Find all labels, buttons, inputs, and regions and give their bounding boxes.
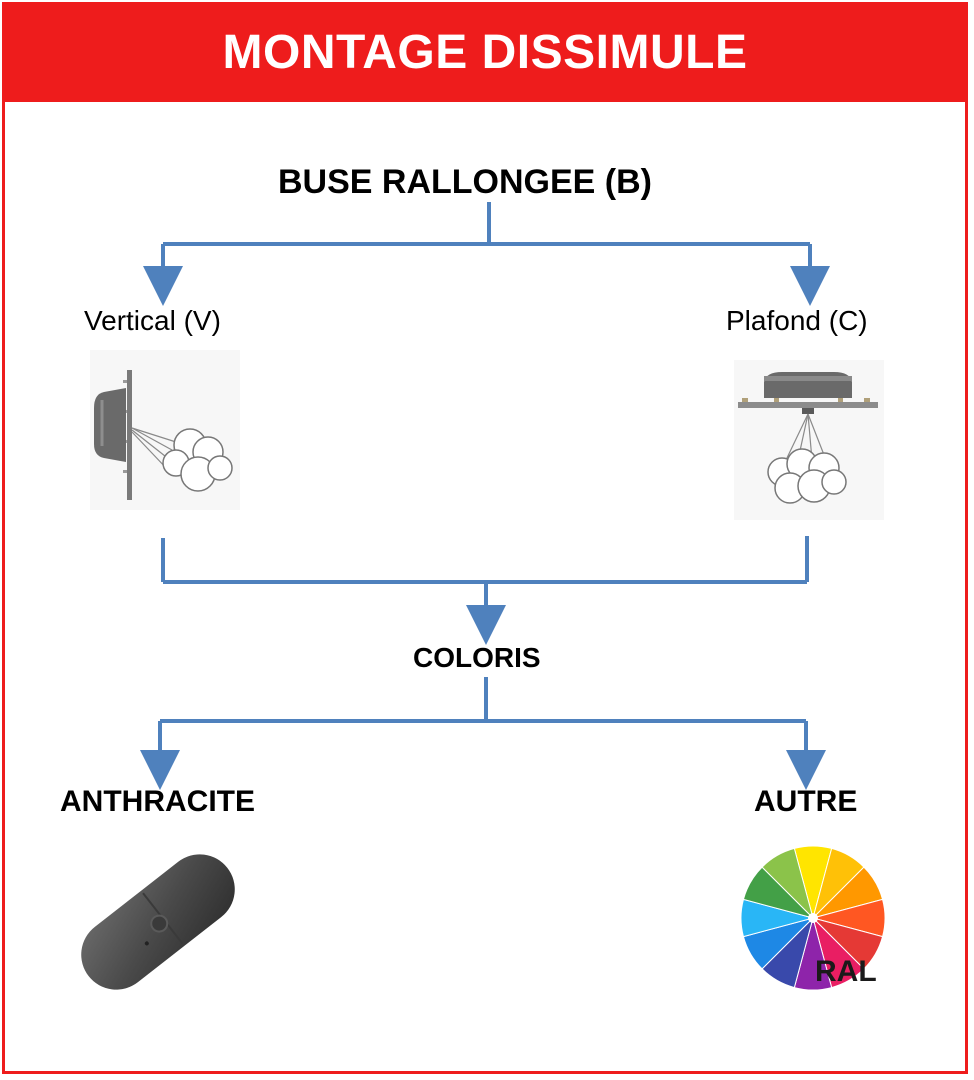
autre-label: AUTRE (754, 785, 858, 818)
color-wheel-segments (740, 845, 886, 991)
anthracite-nozzle-icon (81, 854, 235, 990)
anthracite-label: ANTHRACITE (60, 785, 255, 818)
coloris-label: COLORIS (413, 642, 541, 673)
ceiling-mount-diffuser-icon (734, 360, 884, 520)
page-title: MONTAGE DISSIMULE (222, 25, 748, 79)
ral-badge: RAL (815, 955, 877, 988)
vertical-label: Vertical (V) (84, 305, 221, 336)
wall-mount-diffuser-icon (90, 350, 240, 510)
color-wheel-icon (740, 845, 886, 991)
title-banner: MONTAGE DISSIMULE (2, 2, 968, 102)
root-label: BUSE RALLONGEE (B) (278, 163, 652, 201)
plafond-label: Plafond (C) (726, 305, 868, 336)
color-wheel-segment (761, 847, 814, 920)
